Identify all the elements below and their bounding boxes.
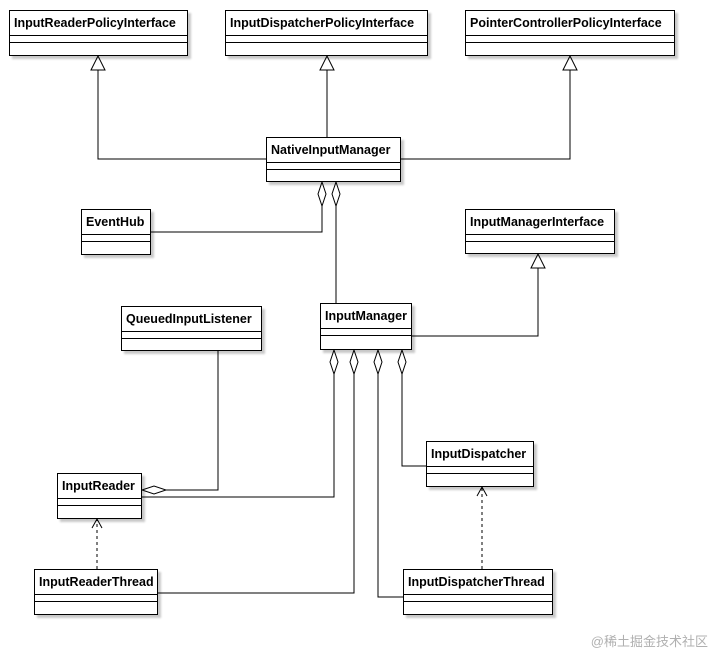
- aggregation-diamond-inputmanager-inputreader: [329, 348, 339, 376]
- watermark-text: @稀土掘金技术社区: [590, 634, 708, 649]
- aggregation-diamond-inputmanager-dispatcherthread: [373, 348, 383, 376]
- operations-section: [122, 339, 261, 344]
- generalization-inputmanager-to-interface: [412, 254, 538, 337]
- aggregation-diamond-native-eventhub: [317, 180, 327, 208]
- attributes-section: [404, 595, 552, 602]
- aggregation-diamond-inputmanager-readerthread: [349, 348, 359, 376]
- class-name: EventHub: [82, 210, 150, 235]
- aggregation-inputmanager-dispatcher: [401, 374, 426, 467]
- operations-section: [10, 43, 187, 48]
- aggregation-inputmanager-readerthread: [158, 374, 355, 594]
- class-native-input-manager: NativeInputManager: [266, 137, 401, 182]
- class-input-manager: InputManager: [320, 303, 412, 350]
- class-name: InputDispatcherThread: [404, 570, 552, 595]
- attributes-section: [321, 329, 411, 336]
- class-name: InputReaderPolicyInterface: [10, 11, 187, 36]
- aggregation-diamond-inputreader-queuedlistener: [140, 485, 168, 495]
- class-name: NativeInputManager: [267, 138, 400, 163]
- class-name: InputReader: [58, 474, 141, 499]
- attributes-section: [58, 499, 141, 506]
- class-input-dispatcher-policy-interface: InputDispatcherPolicyInterface: [225, 10, 428, 56]
- operations-section: [466, 242, 614, 247]
- class-input-reader: InputReader: [57, 473, 142, 519]
- operations-section: [82, 242, 150, 247]
- operations-section: [58, 506, 141, 511]
- class-input-dispatcher-thread: InputDispatcherThread: [403, 569, 553, 615]
- class-name: InputDispatcherPolicyInterface: [226, 11, 427, 36]
- generalization-native-to-reader-policy: [98, 56, 266, 160]
- aggregation-diamond-native-inputmanager: [331, 180, 341, 208]
- attributes-section: [35, 595, 157, 602]
- attributes-section: [427, 467, 533, 474]
- class-name: InputManager: [321, 304, 411, 329]
- class-input-manager-interface: InputManagerInterface: [465, 209, 615, 254]
- aggregation-native-eventhub: [151, 206, 323, 233]
- aggregation-inputreader-queuedlistener: [166, 351, 219, 491]
- attributes-section: [226, 36, 427, 43]
- operations-section: [35, 602, 157, 607]
- class-event-hub: EventHub: [81, 209, 151, 255]
- operations-section: [321, 336, 411, 341]
- operations-section: [267, 170, 400, 175]
- class-input-reader-policy-interface: InputReaderPolicyInterface: [9, 10, 188, 56]
- class-input-dispatcher: InputDispatcher: [426, 441, 534, 487]
- operations-section: [226, 43, 427, 48]
- aggregation-inputmanager-dispatcherthread: [377, 374, 403, 598]
- class-input-reader-thread: InputReaderThread: [34, 569, 158, 615]
- attributes-section: [10, 36, 187, 43]
- class-pointer-controller-policy-interface: PointerControllerPolicyInterface: [465, 10, 675, 56]
- aggregation-diamond-inputmanager-dispatcher: [397, 348, 407, 376]
- attributes-section: [466, 235, 614, 242]
- generalization-native-to-pointer-policy: [401, 56, 570, 160]
- class-name: InputReaderThread: [35, 570, 157, 595]
- class-queued-input-listener: QueuedInputListener: [121, 306, 262, 351]
- class-name: PointerControllerPolicyInterface: [466, 11, 674, 36]
- operations-section: [466, 43, 674, 48]
- aggregation-inputmanager-inputreader: [142, 374, 335, 498]
- class-name: InputManagerInterface: [466, 210, 614, 235]
- operations-section: [404, 602, 552, 607]
- attributes-section: [122, 332, 261, 339]
- attributes-section: [267, 163, 400, 170]
- class-name: InputDispatcher: [427, 442, 533, 467]
- attributes-section: [82, 235, 150, 242]
- class-name: QueuedInputListener: [122, 307, 261, 332]
- operations-section: [427, 474, 533, 479]
- attributes-section: [466, 36, 674, 43]
